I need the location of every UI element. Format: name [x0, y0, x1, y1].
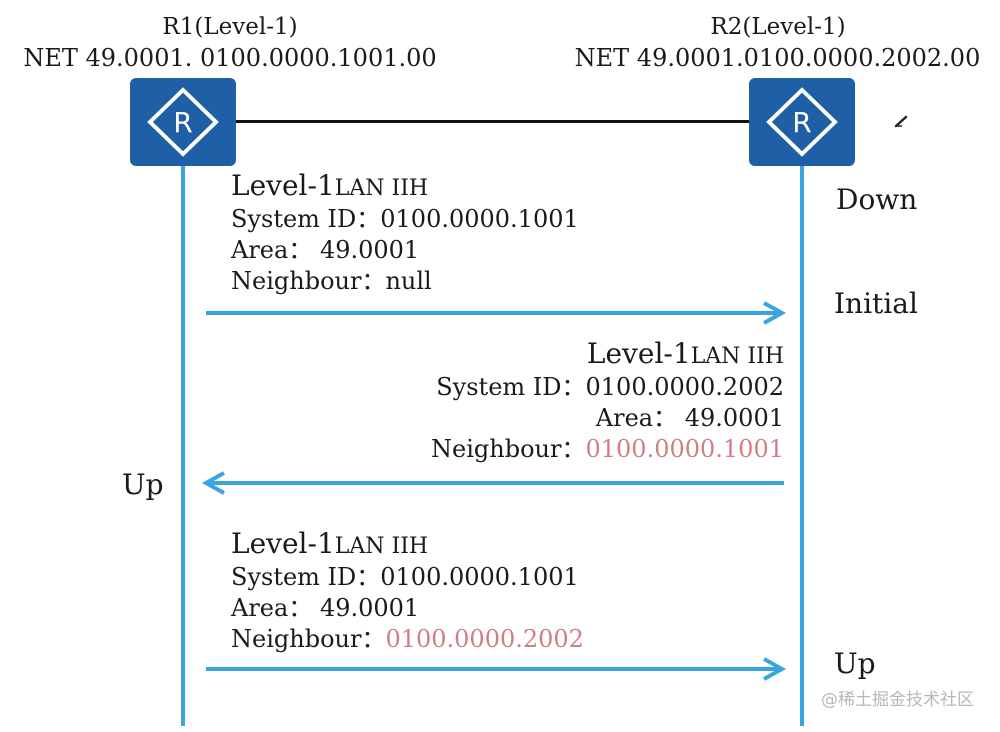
r2-net: NET 49.0001.0100.0000.2002.00 [574, 44, 981, 72]
r1-title: R1(Level-1) [162, 14, 298, 40]
state-r2-initial: Initial [834, 287, 918, 320]
system-id: System ID：0100.0000.2002 [436, 373, 784, 401]
area: Area： 49.0001 [595, 404, 784, 432]
neighbour: Neighbour：0100.0000.2002 [231, 625, 584, 653]
message-3: Level-1LAN IIH System ID：0100.0000.1001 … [231, 528, 584, 655]
r2-lifeline [800, 166, 804, 726]
router-icon: R [766, 87, 838, 157]
state-r1-up: Up [122, 468, 164, 501]
arrow-right-icon [206, 301, 787, 325]
message-1: Level-1LAN IIH System ID：0100.0000.1001 … [231, 170, 579, 297]
message-title: Level-1LAN IIH [231, 169, 429, 202]
arrow-left-icon [201, 471, 784, 495]
neighbour: Neighbour：null [231, 267, 432, 295]
r2-title: R2(Level-1) [710, 14, 846, 40]
arrow-right-icon [206, 657, 787, 681]
router-icon: R [147, 87, 219, 157]
svg-text:R: R [173, 106, 192, 139]
neighbour: Neighbour：0100.0000.1001 [431, 435, 784, 463]
svg-text:R: R [792, 106, 811, 139]
router-icon[interactable]: R [130, 78, 236, 166]
r1-net: NET 49.0001. 0100.0000.1001.00 [23, 44, 437, 72]
router-icon[interactable]: R [749, 78, 855, 166]
system-id: System ID：0100.0000.1001 [231, 205, 579, 233]
watermark: @稀土掘金技术社区 [821, 690, 974, 710]
state-r2-up: Up [834, 647, 876, 680]
r1-lifeline [181, 166, 185, 726]
area: Area： 49.0001 [231, 594, 420, 622]
system-id: System ID：0100.0000.1001 [231, 563, 579, 591]
message-title: Level-1LAN IIH [231, 527, 429, 560]
pen-icon [894, 115, 908, 128]
state-r2-down: Down [836, 183, 918, 216]
message-2: Level-1LAN IIH System ID：0100.0000.2002 … [400, 338, 784, 465]
link-line [236, 120, 750, 123]
area: Area： 49.0001 [231, 236, 420, 264]
message-title: Level-1LAN IIH [586, 337, 784, 370]
